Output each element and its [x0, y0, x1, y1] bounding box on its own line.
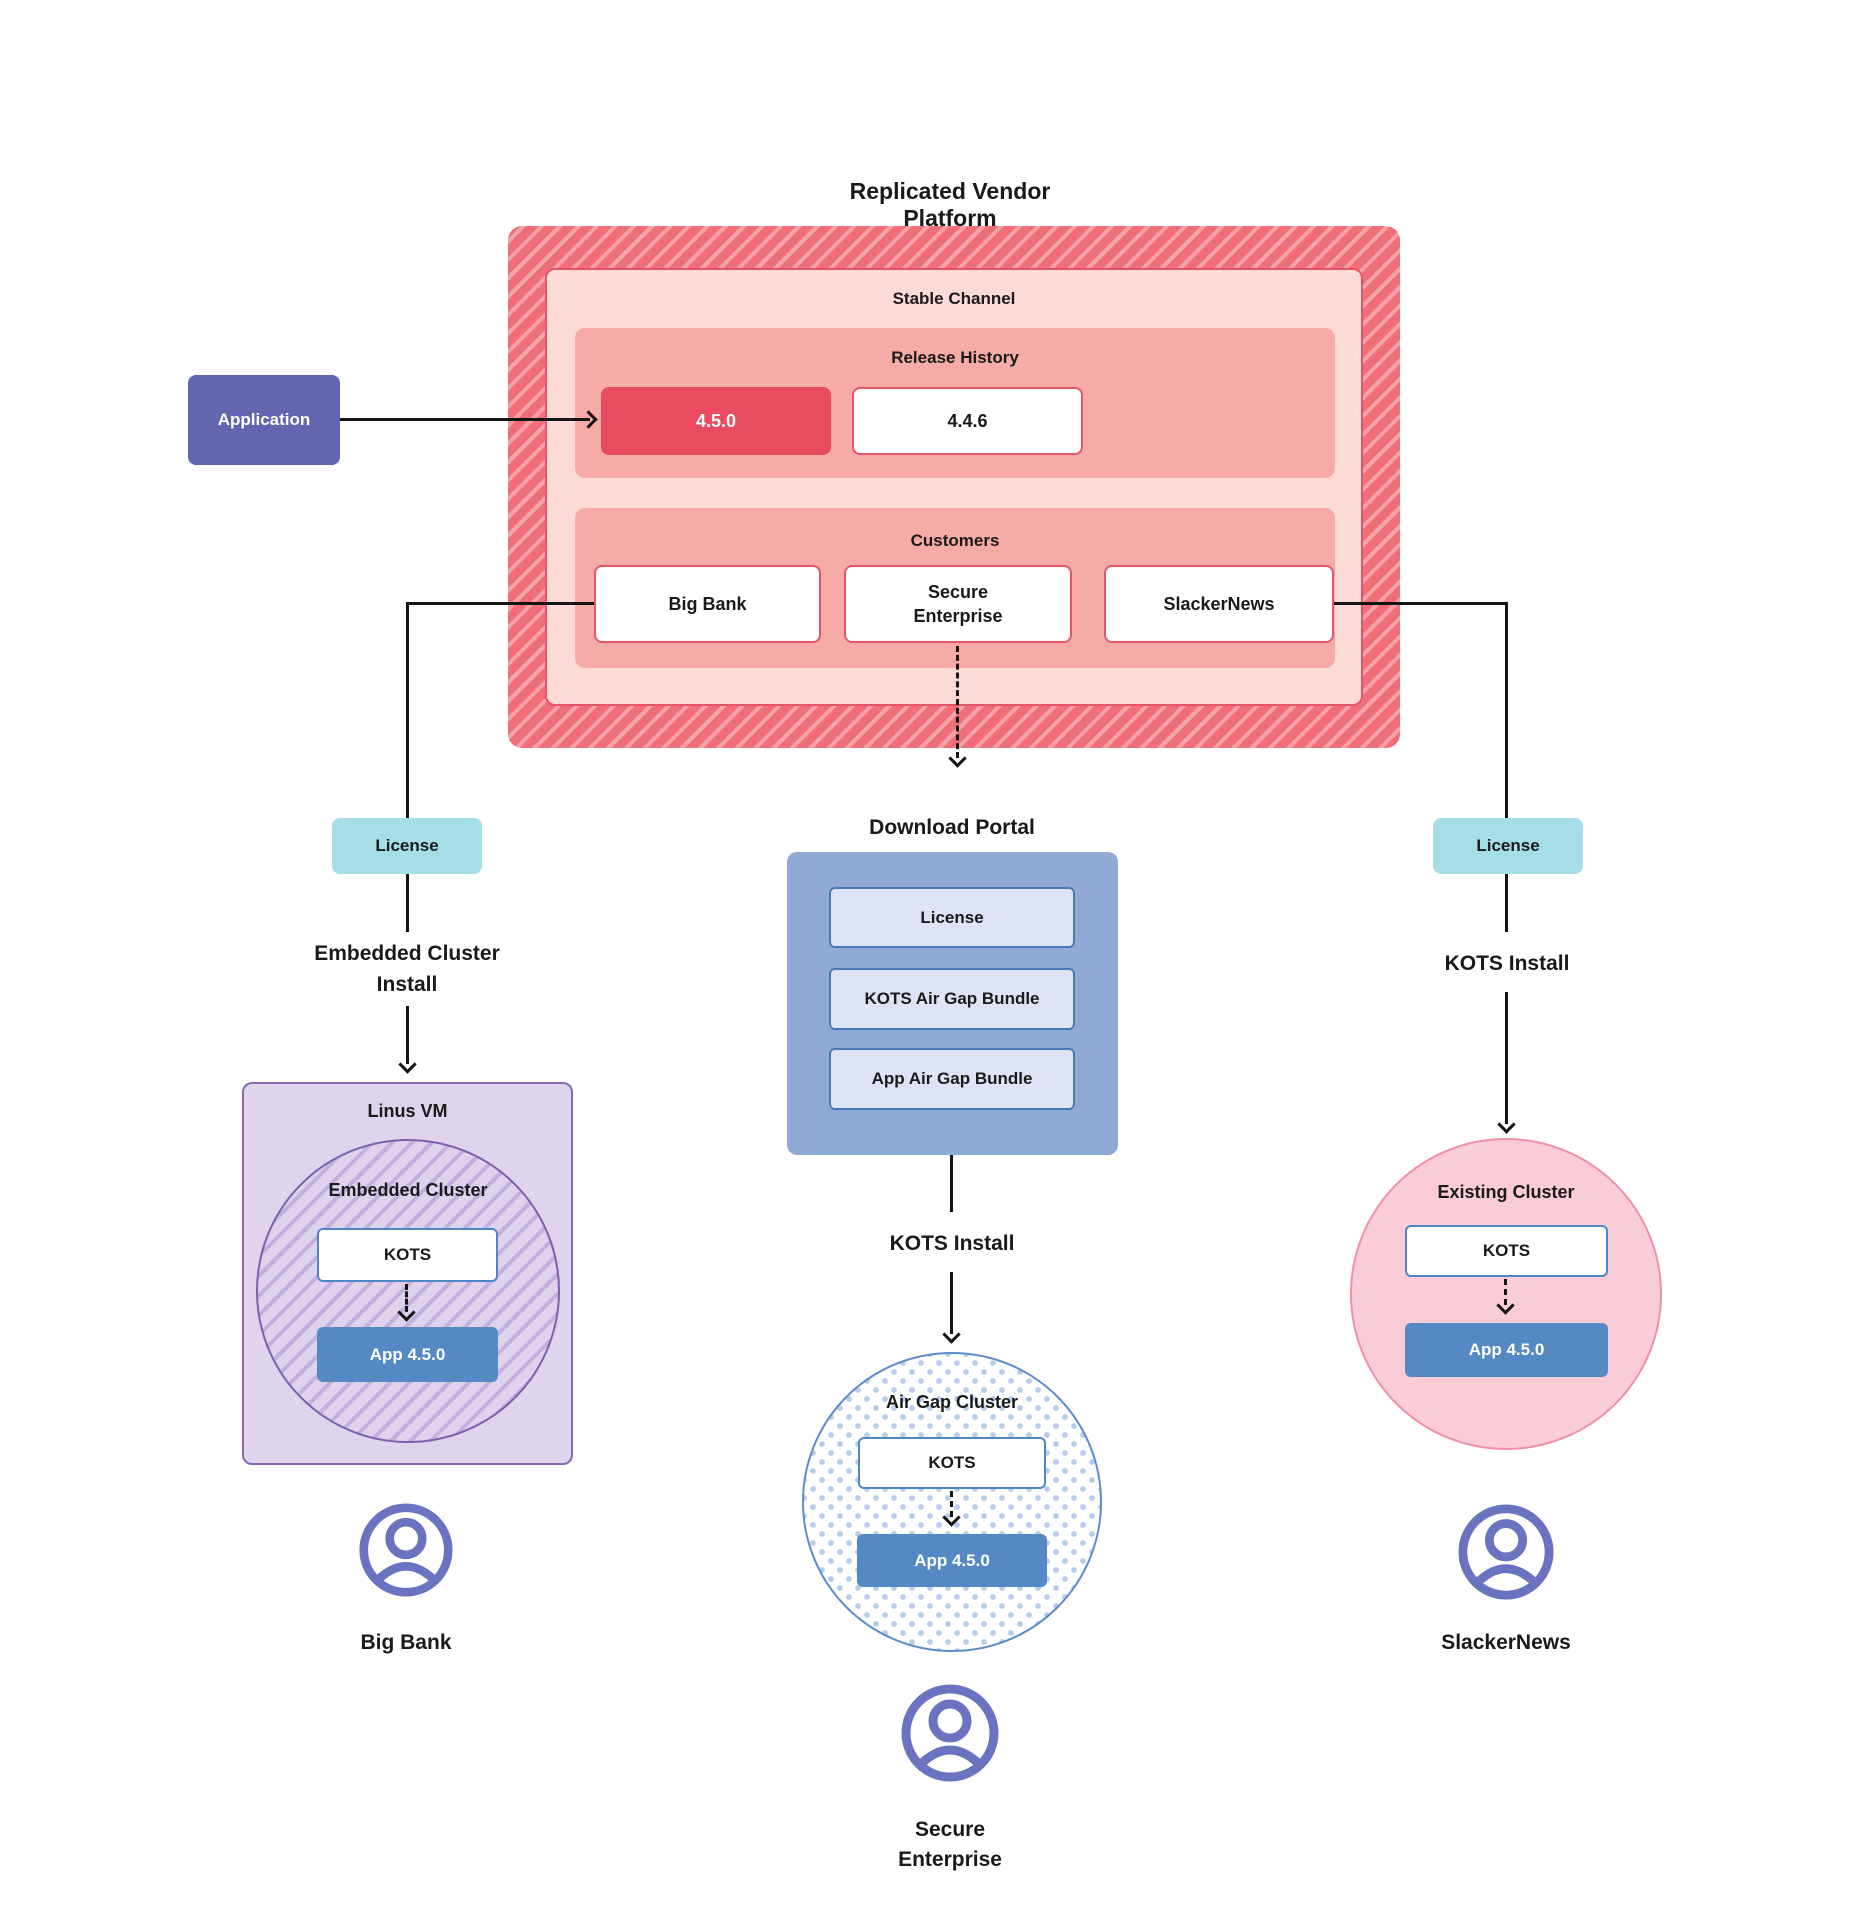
middle-arrow-line — [950, 1272, 953, 1334]
bigbank-connector-v — [406, 602, 409, 818]
linus-vm-title: Linus VM — [367, 1101, 448, 1121]
left-line-license-to-label — [406, 874, 409, 932]
middle-kots-to-app-dashed — [950, 1491, 953, 1517]
portal-to-label-line — [950, 1155, 953, 1212]
portal-item-app-airgap-bundle: App Air Gap Bundle — [829, 1048, 1075, 1110]
slackernews-connector-v — [1505, 602, 1508, 818]
slackernews-persona-label: SlackerNews — [1441, 1631, 1571, 1654]
portal-item-kots-airgap-bundle: KOTS Air Gap Bundle — [829, 968, 1075, 1030]
kots-box-right: KOTS — [1405, 1225, 1608, 1277]
embedded-cluster-install-label: Embedded Cluster Install — [314, 942, 500, 996]
existing-cluster-title: Existing Cluster — [1437, 1182, 1575, 1202]
kots-install-label-middle: KOTS Install — [889, 1232, 1015, 1255]
customer-box-secure-enterprise: Secure Enterprise — [844, 565, 1072, 643]
secure-enterprise-persona-label: Secure Enterprise — [898, 1818, 1002, 1871]
customers-label: Customers — [910, 531, 1000, 550]
app-box-middle: App 4.5.0 — [857, 1534, 1047, 1587]
secure-ent-arrowhead-icon — [948, 749, 967, 768]
kots-install-label-right: KOTS Install — [1444, 952, 1570, 975]
slackernews-connector-h — [1334, 602, 1507, 605]
release-history-label: Release History — [891, 348, 1019, 367]
embedded-cluster-circle — [256, 1139, 560, 1443]
stable-channel-label: Stable Channel — [892, 289, 1016, 308]
middle-arrowhead-icon — [942, 1325, 961, 1344]
portal-item-license: License — [829, 887, 1075, 948]
secure-enterprise-user-icon — [900, 1683, 1000, 1783]
embedded-cluster-title: Embedded Cluster — [328, 1180, 488, 1200]
release-box-4-4-6: 4.4.6 — [852, 387, 1083, 455]
license-box-left: License — [332, 818, 482, 874]
right-arrowhead-icon — [1497, 1115, 1516, 1134]
right-arrow-line — [1505, 992, 1508, 1124]
app-box-right: App 4.5.0 — [1405, 1323, 1608, 1377]
release-box-4-5-0: 4.5.0 — [601, 387, 831, 455]
big-bank-user-icon — [358, 1502, 454, 1598]
slackernews-user-icon — [1457, 1503, 1555, 1601]
customer-box-big-bank: Big Bank — [594, 565, 821, 643]
download-portal-label: Download Portal — [869, 816, 1035, 839]
application-arrow-line — [340, 418, 590, 421]
app-box-left: App 4.5.0 — [317, 1327, 498, 1382]
application-box: Application — [188, 375, 340, 465]
left-arrowhead-icon — [398, 1055, 417, 1074]
right-line-license-to-label — [1505, 874, 1508, 932]
left-arrow-line — [406, 1006, 409, 1064]
bigbank-connector-h — [407, 602, 594, 605]
secure-ent-dashed-line — [956, 646, 959, 758]
kots-box-middle: KOTS — [858, 1437, 1046, 1489]
kots-box-left: KOTS — [317, 1228, 498, 1282]
left-kots-to-app-dashed — [405, 1284, 408, 1312]
big-bank-persona-label: Big Bank — [360, 1631, 452, 1654]
air-gap-cluster-title: Air Gap Cluster — [885, 1392, 1019, 1412]
customer-box-slackernews: SlackerNews — [1104, 565, 1334, 643]
page-title: Replicated Vendor Platform — [849, 178, 1051, 231]
license-box-right: License — [1433, 818, 1583, 874]
right-kots-to-app-dashed — [1504, 1279, 1507, 1305]
